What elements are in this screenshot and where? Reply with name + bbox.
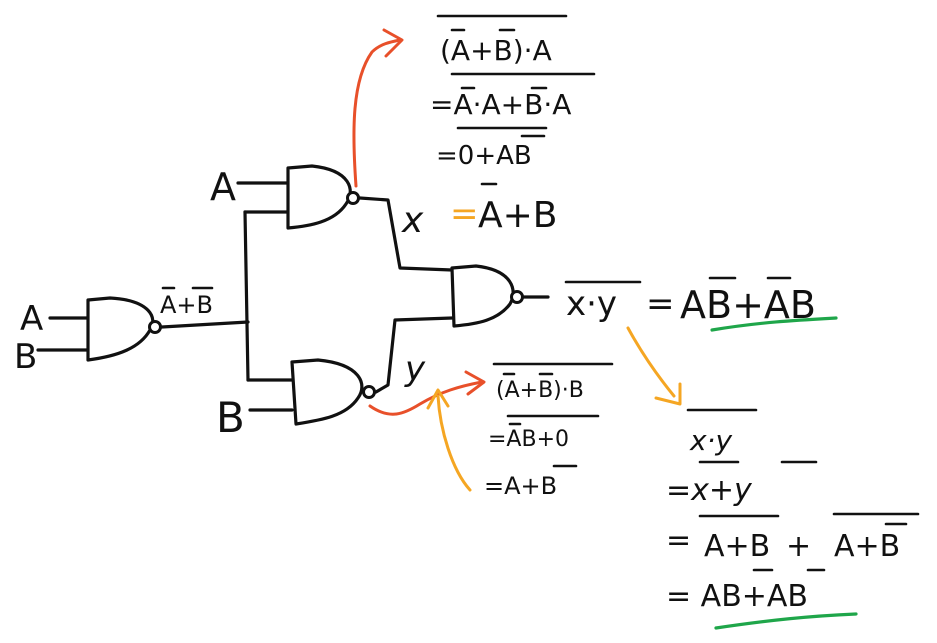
x-equals-sign: = bbox=[450, 194, 479, 234]
wire-y bbox=[374, 316, 454, 394]
red-arrow-top bbox=[352, 38, 402, 188]
nand-gate-left bbox=[86, 296, 162, 362]
green-underline-bottom bbox=[714, 612, 858, 630]
bottom-derivation-line-4: = AB+AB bbox=[666, 579, 808, 614]
bottom-derivation-line-3-plus: + bbox=[786, 529, 811, 564]
nand1-output-label: A+B bbox=[160, 291, 213, 319]
mid-derivation: (A+B)·B =AB+0 =A+B bbox=[484, 362, 614, 500]
orange-arrow-y bbox=[436, 394, 472, 492]
bottom-derivation-line-3-right: A+B bbox=[834, 529, 900, 564]
output-expression: x·y bbox=[566, 284, 617, 324]
arrows bbox=[352, 28, 682, 492]
bottom-derivation-line-1: x·y bbox=[689, 424, 732, 457]
mid-derivation-line-3: =A+B bbox=[484, 472, 557, 500]
input-label-top-a: A bbox=[210, 165, 236, 209]
red-arrow-bottom bbox=[368, 380, 484, 416]
orange-arrowhead-y bbox=[426, 388, 450, 410]
wire-vertical-bus bbox=[243, 210, 250, 382]
bottom-derivation: x·y =x+y = A+B + A+B = AB+AB bbox=[666, 408, 920, 630]
red-arrowhead-bottom bbox=[464, 370, 486, 396]
orange-arrow-output bbox=[626, 326, 676, 398]
top-derivation-line-2: =A·A+B·A bbox=[430, 88, 571, 121]
mid-derivation-line-2: =AB+0 bbox=[488, 427, 569, 452]
bottom-derivation-line-2: =x+y bbox=[666, 473, 753, 508]
input-label-left-a: A bbox=[20, 299, 43, 339]
node-x-label: x bbox=[401, 200, 424, 241]
bottom-derivation-line-3-eq: = bbox=[666, 523, 691, 558]
green-underline-output bbox=[710, 316, 838, 332]
input-label-bottom-b: B bbox=[216, 393, 245, 442]
nand-gate-top bbox=[286, 164, 360, 230]
bottom-derivation-line-3-left: A+B bbox=[704, 529, 770, 564]
node-y-label: y bbox=[404, 349, 426, 389]
wire-x bbox=[358, 196, 454, 272]
top-derivation-line-3: =0+AB bbox=[436, 141, 532, 171]
wire-nand1-out bbox=[160, 320, 250, 329]
wires bbox=[36, 181, 550, 412]
nand-gate-bottom bbox=[290, 358, 376, 426]
mid-derivation-line-1: (A+B)·B bbox=[496, 378, 584, 403]
input-label-left-b: B bbox=[14, 337, 37, 377]
nand-gate-final bbox=[450, 264, 524, 328]
red-arrowhead-top bbox=[382, 28, 404, 58]
top-derivation-line-1: (A+B)·A bbox=[440, 34, 552, 67]
x-expression: A+B bbox=[478, 195, 558, 236]
orange-arrowhead-output bbox=[654, 382, 682, 406]
top-derivation: (A+B)·A =A·A+B·A =0+AB bbox=[430, 14, 596, 171]
output-equals: = bbox=[646, 284, 675, 324]
